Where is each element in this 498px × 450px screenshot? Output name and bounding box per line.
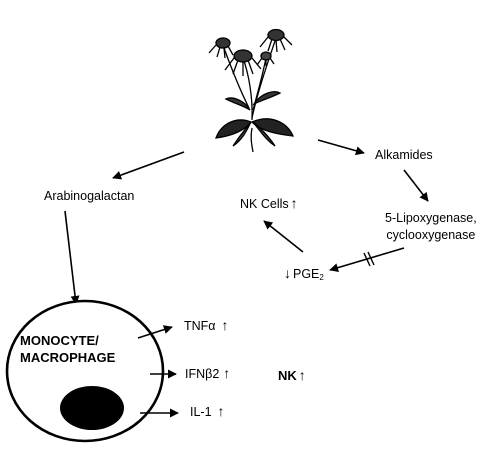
inhibition-mark [363,251,375,267]
flower-head [259,28,293,53]
increase-arrow-icon: ↑ [221,317,229,333]
tnf-label: TNFα ↑ [184,318,229,333]
ifn-text: IFNβ2 [185,367,220,381]
arrow-plant-to-alkamides [317,139,365,156]
flower-head [208,37,234,59]
pge2-text: PGE [293,267,320,281]
arabinogalactan-label: Arabinogalactan [44,189,135,203]
arrow-alkamides-to-lipoxygenase [403,169,429,202]
il1-text: IL-1 [190,405,212,419]
increase-arrow-icon: ↑ [223,365,231,381]
nucleus [60,386,124,430]
increase-arrow-icon: ↑ [290,195,298,211]
echinacea-plant-icon [208,28,295,153]
flower-head [256,51,275,66]
nk-cells-label: NK Cells↑ [240,196,298,211]
arrow-plant-to-arabinogalactan [112,151,185,180]
monocyte-macrophage-label: MONOCYTE/ MACROPHAGE [20,332,115,366]
lipoxygenase-label: 5-Lipoxygenase, cyclooxygenase [385,210,477,244]
cell-label-line-2: MACROPHAGE [20,350,116,365]
lipoxygenase-line-2: cyclooxygenase [386,228,476,242]
ifn-label: IFNβ2↑ [185,366,230,381]
pge2-subscript: 2 [319,273,324,282]
tnf-text: TNFα [184,319,216,333]
nk-cells-text: NK Cells [240,197,289,211]
alkamides-label: Alkamides [375,148,433,162]
cell-label-line-1: MONOCYTE/ [20,333,99,348]
lipoxygenase-line-1: 5-Lipoxygenase, [385,211,477,225]
decrease-arrow-icon: ↓ [284,265,291,281]
flower-head [224,49,262,76]
pge2-label: ↓PGE2 [284,266,324,285]
increase-arrow-icon: ↑ [217,403,225,419]
increase-arrow-icon: ↑ [298,367,306,383]
monocyte-macrophage-cell [5,299,165,443]
il1-label: IL-1 ↑ [190,404,225,419]
arrow-arabinogalactan-to-cell [64,210,80,305]
nk-label: NK↑ [278,367,306,383]
arrow-pge2-to-nk-cells [263,220,304,253]
nk-text: NK [278,368,297,383]
arrow-cell-to-tnf [137,325,173,339]
